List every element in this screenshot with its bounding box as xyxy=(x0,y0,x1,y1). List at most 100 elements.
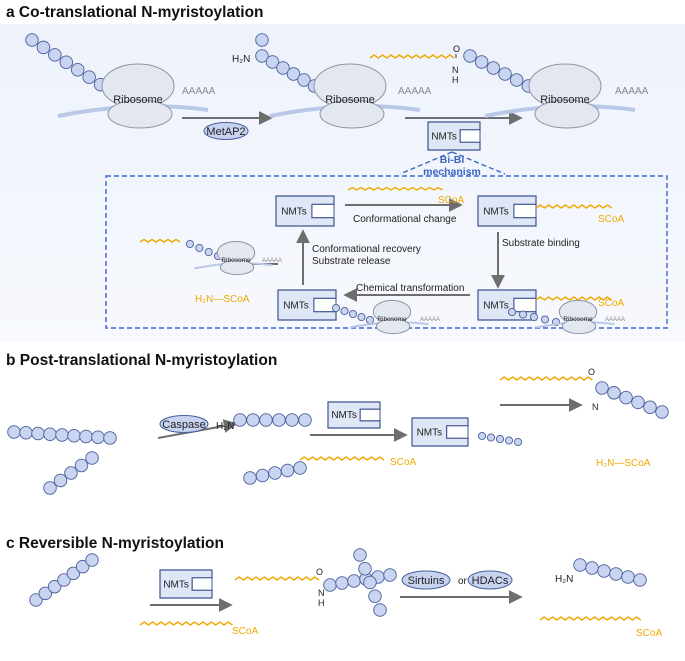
bead-circle xyxy=(463,49,477,63)
product-peptide xyxy=(331,303,375,325)
nmt-pocket xyxy=(311,203,335,219)
section-b-product-peptide xyxy=(595,381,669,419)
bead-circle xyxy=(38,586,53,601)
myristoyl-b-scoa xyxy=(299,456,385,461)
bead-circle xyxy=(633,573,647,587)
oxygen-label-c: O xyxy=(316,567,323,577)
ribosome-small-subunit xyxy=(375,318,411,335)
bead-circle xyxy=(255,49,269,63)
bead-circle xyxy=(36,40,51,55)
bead-circle xyxy=(64,466,78,480)
bead-circle xyxy=(368,589,382,604)
bead-circle xyxy=(655,405,669,419)
nmt-pocket xyxy=(191,577,213,591)
ribosome-small-label-1: Ribosome xyxy=(563,316,593,323)
nmt-pocket xyxy=(513,203,537,219)
metap2-enzyme: MetAP2 xyxy=(203,122,249,140)
bead-circle xyxy=(365,315,375,325)
nmt-apo: NMTs xyxy=(275,195,335,227)
bead-circle xyxy=(55,428,69,442)
polyA-label-1: AAAAA xyxy=(182,86,216,97)
bead-circle xyxy=(507,307,517,317)
oxygen-label-b: O xyxy=(588,367,595,377)
nmt-ternary: NMTs xyxy=(477,289,537,321)
scoa-label-ternary: SCoA xyxy=(598,298,624,309)
nmt-product: NMTs xyxy=(277,289,337,321)
bead-circle xyxy=(85,553,99,567)
bead-circle xyxy=(498,67,512,81)
nmt-label: NMTs xyxy=(281,207,307,218)
bead-circle xyxy=(335,576,349,590)
ribosome-small-product xyxy=(350,299,429,335)
bead-circle xyxy=(540,315,550,324)
hydrogen-label: H xyxy=(452,75,459,85)
bead-circle xyxy=(82,70,96,84)
section-c-branch xyxy=(353,548,387,617)
ribosome-label-1: Ribosome xyxy=(113,94,163,106)
section-a-ribosome-1 xyxy=(57,63,209,129)
polyA-label-3: AAAAA xyxy=(615,86,649,97)
bead-circle xyxy=(285,413,299,427)
conformational-change-label: Conformational change xyxy=(353,214,457,225)
myristoyl-ternary xyxy=(535,296,613,301)
bead-circle xyxy=(340,306,349,316)
bead-circle xyxy=(383,568,397,582)
nmt-label: NMTs xyxy=(163,579,189,590)
ribosome-small-label-3: Ribosome xyxy=(221,257,251,264)
ribosome-label-3: Ribosome xyxy=(540,94,590,106)
bead-circle xyxy=(298,413,312,427)
bead-circle xyxy=(79,429,93,444)
substrate-binding-label: Substrate binding xyxy=(502,238,580,249)
myristoyl-bound xyxy=(535,204,613,209)
bead-circle xyxy=(31,426,45,441)
bead-circle xyxy=(597,564,611,578)
bead-cleaved xyxy=(255,33,269,47)
h2n-label-b: H₂N xyxy=(216,421,234,432)
bead-circle xyxy=(59,55,74,70)
ribosome-small-subunit xyxy=(561,318,597,335)
ribosome-small-subunit xyxy=(219,259,255,276)
bibi-dash-left xyxy=(399,151,453,175)
conformational-recovery-label: Conformational recovery xyxy=(312,244,421,255)
bibi-dash-right xyxy=(451,151,506,175)
bead-circle xyxy=(53,473,68,488)
nmt-label: NMTs xyxy=(283,301,309,312)
bead-circle xyxy=(29,593,43,607)
nmt-label: NMTs xyxy=(483,301,509,312)
bead-circle xyxy=(66,566,81,581)
bead-circle xyxy=(57,573,71,587)
nmt-section-b-1: NMTs xyxy=(327,401,381,429)
bead-circle xyxy=(255,33,269,47)
bead-circle xyxy=(331,303,341,313)
bead-circle xyxy=(585,561,599,575)
bead-circle xyxy=(357,312,366,322)
scoa-label-c: SCoA xyxy=(232,626,258,637)
nmt-label: NMTs xyxy=(331,410,357,421)
bead-circle xyxy=(363,575,377,590)
enzyme-label: Caspase xyxy=(162,419,205,431)
bead-circle xyxy=(595,381,609,395)
bead-circle xyxy=(272,413,286,427)
bead-circle xyxy=(185,239,195,249)
section-b-bound-peptide xyxy=(477,431,523,447)
polyA-small-2: AAAAA xyxy=(420,317,440,323)
h2n-label-1: H₂N xyxy=(232,54,250,65)
section-c-peptide xyxy=(29,553,99,607)
bead-circle xyxy=(259,413,273,427)
bead-circle xyxy=(509,73,524,87)
enzyme-ellipse xyxy=(159,415,209,433)
bead-circle xyxy=(293,461,307,475)
polyA-small-1: AAAAA xyxy=(605,317,625,323)
myristoyl-c-product xyxy=(539,616,642,621)
bead-circle xyxy=(529,312,539,322)
enzyme-label: HDACs xyxy=(472,575,509,587)
bead-circle xyxy=(74,458,89,473)
enzyme-label: Sirtuins xyxy=(408,575,445,587)
bead-circle xyxy=(609,567,623,581)
nmt-pocket xyxy=(513,297,537,313)
bead-circle xyxy=(233,413,247,427)
substrate-release-label: Substrate release xyxy=(312,256,391,267)
coa-released: H₂N—SCoA xyxy=(195,294,250,305)
bead-circle xyxy=(353,548,367,562)
